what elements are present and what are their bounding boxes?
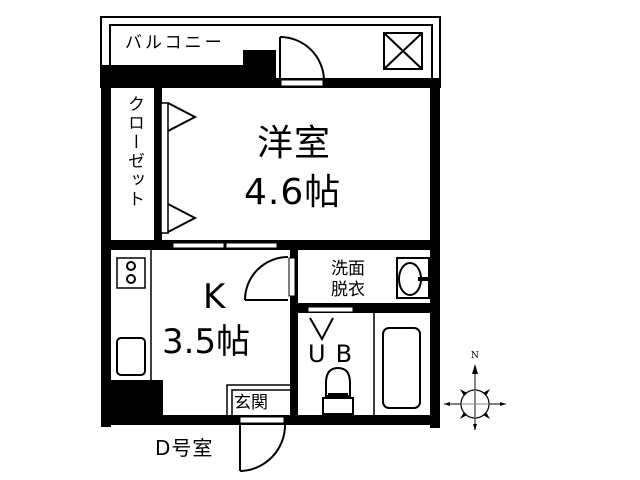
western-room-label: 洋室 (257, 123, 332, 164)
stove-icon (126, 261, 136, 284)
entrance-area (226, 384, 290, 415)
entrance-door (239, 416, 286, 472)
unit-bath-label: UB (308, 340, 363, 368)
closet-label: クローゼット (124, 95, 144, 209)
western-room-size: 4.6帖 (244, 172, 342, 213)
washroom-label-line2: 脱衣 (331, 280, 365, 300)
washroom-door (244, 256, 296, 301)
unit-number-label: D号室 (155, 436, 214, 460)
room-sliding-doors (172, 242, 278, 249)
closet-doors (160, 102, 198, 234)
entrance-label: 玄関 (234, 393, 268, 413)
unit-bath-door (307, 306, 354, 313)
unit-bath-door-swing-icon (309, 317, 334, 342)
walls (101, 50, 440, 428)
kitchen-counter (116, 250, 152, 380)
washroom-label-line1: 洗面 (331, 259, 365, 279)
balcony-door (279, 36, 325, 87)
kitchen-size: 3.5帖 (162, 322, 251, 362)
compass-icon (444, 364, 506, 430)
balcony-hatch-icon (383, 32, 423, 70)
compass-north-label: N (471, 351, 479, 361)
toilet-icon (322, 366, 354, 415)
kitchen-label: K (203, 277, 226, 317)
sink-icon (116, 337, 146, 376)
balcony-label: バルコニー (125, 33, 225, 53)
wash-basin-icon (396, 257, 430, 299)
bathtub-icon (382, 327, 421, 409)
